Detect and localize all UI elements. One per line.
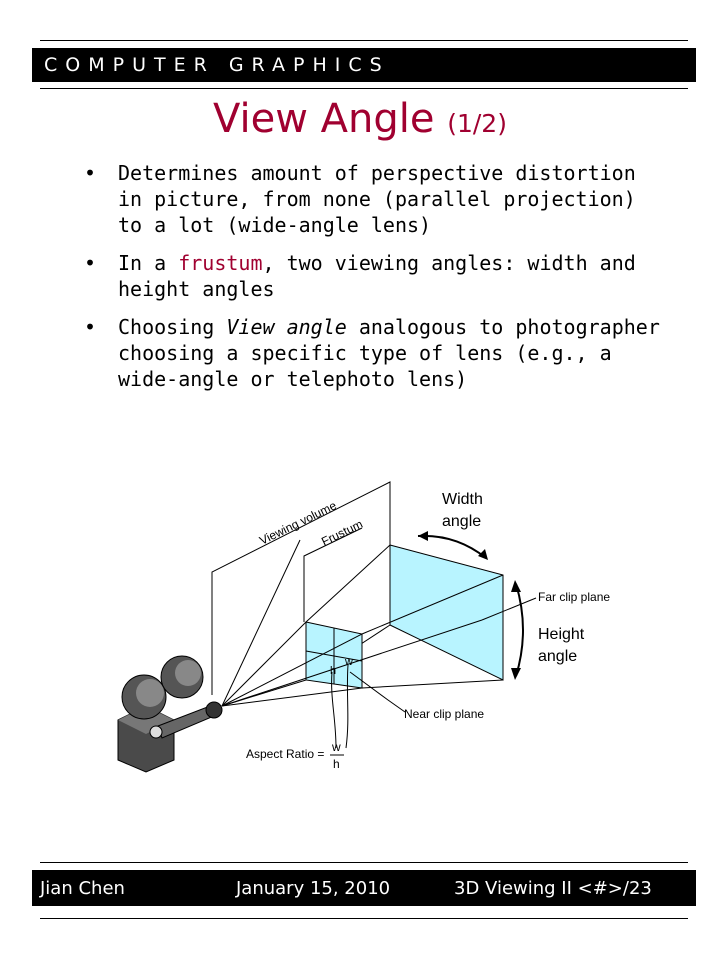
aspect-ratio-label: Aspect Ratio = [246, 747, 324, 761]
bullet-prefix: Choosing [118, 315, 227, 339]
near-plane-w-label: w [344, 656, 353, 668]
bullet-dot: • [84, 251, 97, 275]
footer-bottom-rule [40, 918, 688, 919]
near-clip-label: Near clip plane [404, 707, 484, 721]
arrowhead [478, 549, 488, 560]
aspect-ratio-numerator: w [331, 740, 341, 754]
far-clip-plane [389, 544, 504, 681]
camera-icon [117, 655, 223, 773]
frustum-outline [303, 527, 363, 622]
arrowhead [511, 668, 521, 680]
height-angle-label: angle [538, 648, 577, 665]
bullet-dot: • [84, 161, 97, 185]
bullet-item: • Choosing View angle analogous to photo… [84, 314, 664, 392]
view-rays [221, 539, 483, 707]
aspect-pointer [331, 671, 337, 749]
aspect-ratio-denominator: h [333, 757, 340, 771]
footer-author: Jian Chen [40, 878, 125, 899]
bullet-item: • In a frustum, two viewing angles: widt… [84, 250, 664, 302]
height-angle-label: Height [538, 626, 585, 643]
bullet-suffix: analogous to photographer choosing a spe… [118, 315, 660, 391]
frustum-edge [361, 574, 504, 635]
arrowhead [418, 531, 428, 541]
arrowhead [511, 580, 521, 592]
slide-title: View Angle (1/2) [0, 96, 720, 142]
frustum-edge [305, 544, 391, 623]
bullet-dot: • [84, 315, 97, 339]
footer-band: Jian Chen January 15, 2010 3D Viewing II… [32, 870, 696, 906]
frustum-label: Frustum [319, 517, 365, 549]
course-title: COMPUTER GRAPHICS [44, 54, 390, 76]
footer-date: January 15, 2010 [236, 878, 391, 899]
footer-top-rule [40, 862, 688, 863]
bullet-list: • Determines amount of perspective disto… [84, 160, 664, 404]
top-rule [40, 40, 688, 41]
frustum-edge [361, 679, 504, 689]
view-angle-term: View angle [226, 315, 347, 339]
far-clip-label: Far clip plane [538, 590, 610, 604]
footer-slide-number: 3D Viewing II <#>/23 [454, 878, 652, 899]
bullet-suffix: , two viewing angles: width and height a… [118, 251, 636, 301]
height-angle-arrow [515, 583, 524, 677]
bullet-prefix: In a [118, 251, 179, 275]
far-clip-pointer [481, 597, 537, 621]
view-angle-diagram: Viewing volume Frustum Width angle Far c… [117, 481, 610, 773]
slide-title-text: View Angle [213, 96, 435, 142]
near-plane-h-label: h [330, 665, 336, 677]
width-angle-label: angle [442, 513, 481, 530]
slide-title-part: (1/2) [447, 109, 507, 138]
bullet-text: Determines amount of perspective distort… [118, 161, 636, 237]
near-clip-pointer [349, 671, 406, 713]
frustum-term: frustum [178, 251, 263, 275]
header-band: COMPUTER GRAPHICS [32, 48, 696, 82]
width-angle-label: Width [442, 491, 483, 508]
header-bottom-rule [40, 88, 688, 89]
aspect-pointer [345, 664, 349, 749]
viewing-volume-outline [211, 481, 391, 695]
near-plane-divider [305, 650, 363, 662]
bullet-item: • Determines amount of perspective disto… [84, 160, 664, 238]
